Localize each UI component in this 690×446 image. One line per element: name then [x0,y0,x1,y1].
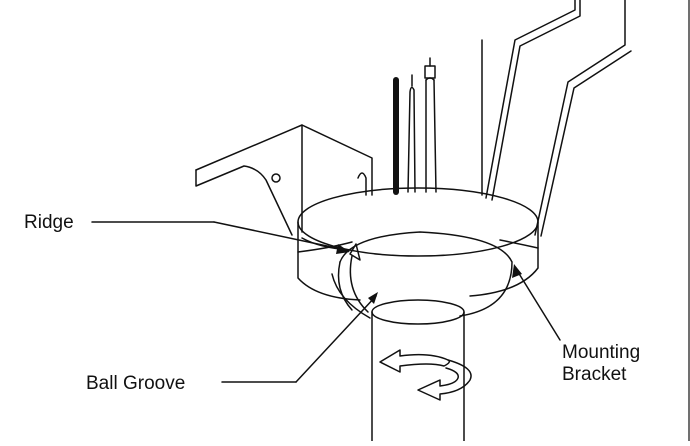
ball-groove-label: Ball Groove [86,373,186,394]
mounting-bracket-label: Mounting Bracket [562,342,682,386]
rotation-arrows-icon [379,349,472,401]
ridge-label: Ridge [24,212,74,233]
mounting-bracket [297,187,539,301]
wires [393,57,437,195]
mounting-bracket-label-line2: Bracket [562,364,627,385]
leader-lines [91,221,561,383]
wall-plate [195,124,373,236]
ball-dome [331,231,513,319]
camera-pole [371,299,465,442]
mounting-bracket-label-line1: Mounting [562,342,641,363]
support-arms [485,0,632,237]
